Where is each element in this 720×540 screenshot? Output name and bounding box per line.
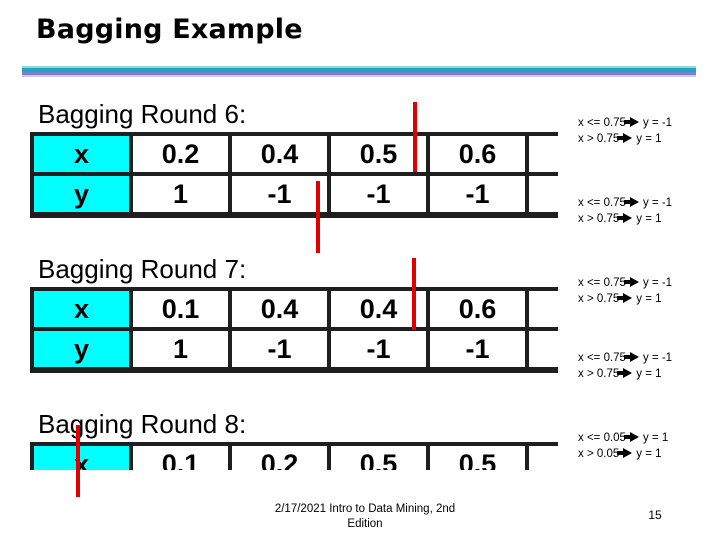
x-value-cell-partial — [529, 446, 558, 470]
x-value-cell: 0.5 — [331, 136, 426, 172]
y-value-cell: -1 — [430, 331, 525, 367]
right-arrow-icon — [623, 197, 639, 207]
y-header-cell: y — [34, 176, 129, 212]
rule-result: y = -1 — [642, 197, 673, 209]
right-arrow-icon — [617, 448, 633, 458]
decision-rule: x <= 0.75 y = -1 x > 0.75 y = 1 — [578, 275, 672, 307]
round-8-table: x 0.1 0.2 0.5 0.5 — [30, 442, 558, 470]
x-value-cell: 0.2 — [232, 446, 327, 470]
rule-condition: x > 0.75 — [578, 213, 620, 225]
decision-rule: x <= 0.75 y = -1 x > 0.75 y = 1 — [578, 115, 672, 147]
decision-rule: x <= 0.05 y = 1 x > 0.05 y = 1 — [578, 430, 668, 462]
rule-condition: x <= 0.05 — [578, 432, 626, 444]
x-header-cell: x — [34, 136, 129, 172]
rule-result: y = 1 — [636, 213, 662, 225]
rule-condition: x > 0.75 — [578, 368, 620, 380]
right-arrow-icon — [623, 117, 639, 127]
y-value-cell: 1 — [133, 331, 228, 367]
x-value-cell: 0.5 — [331, 446, 426, 470]
round-8-title: Bagging Round 8: — [38, 409, 247, 439]
rule-result: y = -1 — [642, 277, 673, 289]
slide-title: Bagging Example — [36, 14, 303, 45]
right-arrow-icon — [623, 432, 639, 442]
y-value-cell-partial — [529, 176, 558, 212]
rule-condition: x > 0.05 — [578, 448, 620, 460]
x-value-cell: 0.2 — [133, 136, 228, 172]
decision-rule: x <= 0.75 y = -1 x > 0.75 y = 1 — [578, 195, 672, 227]
rule-condition: x <= 0.75 — [578, 197, 626, 209]
right-arrow-icon — [617, 213, 633, 223]
y-value-cell: -1 — [232, 331, 327, 367]
rule-result: y = 1 — [636, 448, 662, 460]
right-arrow-icon — [623, 277, 639, 287]
footer-text: 2/17/2021 Intro to Data Mining, 2nd Edit… — [260, 502, 470, 532]
round-6-table: x y 0.2 0.4 0.5 0.6 1 -1 -1 -1 — [30, 132, 558, 218]
round-6-title: Bagging Round 6: — [38, 99, 247, 129]
x-header-cell: x — [34, 446, 129, 470]
x-value-cell: 0.4 — [331, 291, 426, 327]
page-number: 15 — [648, 508, 662, 522]
x-value-cell-partial — [529, 291, 558, 327]
x-value-cell: 0.1 — [133, 446, 228, 470]
x-value-cell-partial — [529, 136, 558, 172]
rule-result: y = 1 — [642, 432, 669, 444]
x-value-cell: 0.1 — [133, 291, 228, 327]
rule-result: y = -1 — [642, 117, 673, 129]
rule-result: y = 1 — [636, 293, 662, 305]
rule-condition: x <= 0.75 — [578, 277, 626, 289]
right-arrow-icon — [617, 293, 633, 303]
split-line — [76, 425, 80, 497]
rule-condition: x > 0.75 — [578, 293, 620, 305]
y-value-cell: -1 — [232, 176, 327, 212]
x-value-cell: 0.6 — [430, 136, 525, 172]
split-line — [316, 181, 320, 253]
rule-condition: x > 0.75 — [578, 133, 620, 145]
rule-result: y = 1 — [636, 133, 662, 145]
right-arrow-icon — [623, 352, 639, 362]
right-arrow-icon — [617, 368, 633, 378]
right-arrow-icon — [617, 133, 633, 143]
x-value-cell: 0.4 — [232, 136, 327, 172]
round-7-title: Bagging Round 7: — [38, 254, 247, 284]
footer-course: Intro to Data Mining, 2nd Edition — [329, 503, 456, 530]
y-value-cell: -1 — [331, 176, 426, 212]
y-value-cell: -1 — [331, 331, 426, 367]
y-value-cell: 1 — [133, 176, 228, 212]
footer-date: 2/17/2021 — [274, 503, 327, 515]
y-header-cell: y — [34, 331, 129, 367]
rule-result: y = 1 — [636, 368, 662, 380]
x-header-cell: x — [34, 291, 129, 327]
x-value-cell: 0.6 — [430, 291, 525, 327]
x-value-cell: 0.4 — [232, 291, 327, 327]
rule-condition: x <= 0.75 — [578, 117, 626, 129]
split-line — [413, 102, 417, 172]
round-7-table: x y 0.1 0.4 0.4 0.6 1 -1 -1 -1 — [30, 287, 558, 373]
y-value-cell: -1 — [430, 176, 525, 212]
rule-result: y = -1 — [642, 352, 673, 364]
split-line — [412, 258, 416, 330]
y-value-cell-partial — [529, 331, 558, 367]
x-value-cell: 0.5 — [430, 446, 525, 470]
rule-condition: x <= 0.75 — [578, 352, 626, 364]
decision-rule: x <= 0.75 y = -1 x > 0.75 y = 1 — [578, 350, 672, 382]
